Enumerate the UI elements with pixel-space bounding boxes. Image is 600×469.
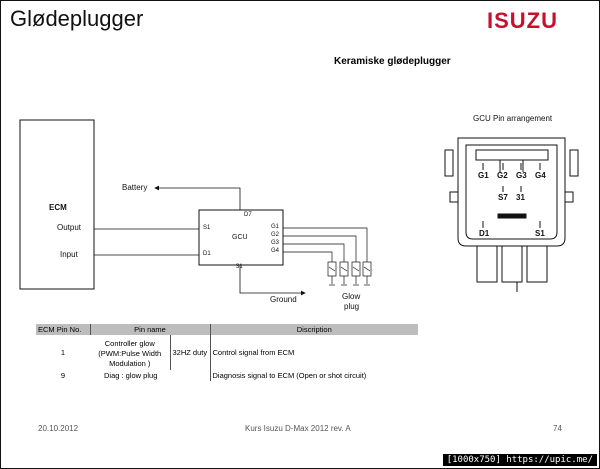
row1-duty: 32HZ duty [169, 335, 211, 370]
ground-label: Ground [270, 295, 297, 304]
row2-description: Diagnosis signal to ECM (Open or shot ci… [209, 370, 418, 381]
table-row: 9 Diag : glow plug Diagnosis signal to E… [36, 370, 418, 381]
glow-wire-g2 [283, 235, 357, 262]
connector-title: GCU Pin arrangement [473, 114, 553, 123]
pin-g4-label: G4 [271, 248, 280, 254]
ecm-output-label: Output [57, 223, 82, 232]
ecm-pin-table: ECM Pin No. Pin name Discription 1 Contr… [36, 324, 418, 381]
connector-pin-g1: G1 [478, 171, 489, 180]
battery-wire [154, 185, 241, 210]
connector-pin-g2: G2 [497, 171, 508, 180]
glow-plug-label-2: plug [344, 302, 360, 311]
slide-title: Glødeplugger [10, 6, 144, 31]
footer-course: Kurs Isuzu D-Max 2012 rev. A [245, 424, 351, 433]
glow-wire-g3 [283, 243, 345, 262]
ecm-box [19, 119, 95, 290]
image-watermark: [1000x750] https://upic.me/ [442, 454, 597, 466]
col-header-pin-name: Pin name [89, 324, 210, 335]
row1-name-line3: Modulation ) [109, 359, 151, 368]
glow-plug-icons [327, 261, 372, 286]
slide-subtitle: Keramiske glødeplugger [334, 56, 451, 67]
row1-name-line2: (PWM:Pulse Width [98, 349, 162, 358]
glow-wire-g1 [283, 227, 368, 262]
pin-d7-label: D7 [244, 212, 252, 218]
footer-date: 20.10.2012 [38, 424, 79, 433]
row2-name: Diag : glow plug [104, 371, 158, 380]
pin-g2-label: G2 [271, 232, 280, 238]
footer-page-number: 74 [553, 424, 562, 433]
table-header-row: ECM Pin No. Pin name Discription [36, 324, 418, 335]
ecm-input-label: Input [60, 250, 78, 259]
col-header-description: Discription [209, 324, 418, 335]
row1-pin: 1 [60, 348, 66, 357]
battery-label: Battery [122, 183, 148, 192]
connector-pin-s7: S7 [498, 193, 508, 202]
row2-pin: 9 [60, 371, 66, 380]
connector-pin-s1: S1 [535, 229, 545, 238]
ecm-label: ECM [49, 203, 67, 212]
connector-pin-d1: D1 [479, 229, 490, 238]
pin-s1-label: S1 [203, 225, 211, 231]
row1-description: Control signal from ECM [212, 348, 295, 357]
gcu-connector-drawing [444, 137, 579, 292]
pin-g3-label: G3 [271, 240, 280, 246]
row1-name: Controller glow (PWM:Pulse Width Modulat… [90, 335, 170, 370]
isuzu-logo: ISUZU [487, 8, 558, 33]
gcu-label: GCU [232, 234, 248, 241]
table-row: 1 Controller glow (PWM:Pulse Width Modul… [36, 335, 418, 370]
connector-pin-g4: G4 [535, 171, 546, 180]
gcu-box [198, 209, 284, 266]
pin-d1-label: D1 [203, 251, 211, 257]
connector-pin-g3: G3 [516, 171, 527, 180]
row1-name-line1: Controller glow [104, 339, 155, 348]
connector-pin-marks [482, 163, 541, 228]
glow-wire-g4 [283, 251, 333, 262]
glow-plug-label-1: Glow [342, 292, 361, 301]
ground-wire [239, 265, 306, 296]
connector-pin-31: 31 [516, 193, 525, 202]
col-header-pin-no: ECM Pin No. [36, 324, 90, 335]
pin-31-label: 31 [236, 264, 243, 270]
pin-g1-label: G1 [271, 224, 280, 230]
